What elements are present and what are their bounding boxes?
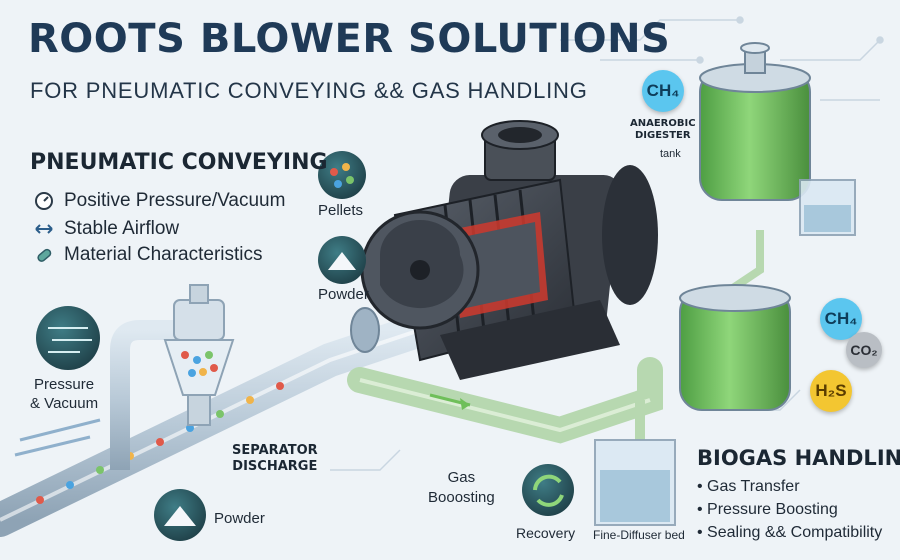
fine-diffuser-label: Fine-Diffuser bed <box>593 528 685 542</box>
circuit-lines <box>330 16 884 481</box>
separator-cyclone <box>163 284 235 426</box>
feature-label: Positive Pressure/Vacuum <box>64 190 286 211</box>
roots-blower <box>360 120 658 380</box>
recovery-label: Recovery <box>516 525 576 541</box>
feature-material: Material Characteristics <box>34 244 263 266</box>
ch4-top-bubble: CH₄ <box>642 70 684 112</box>
biogas-heading: BIOGAS HANDLING <box>697 446 900 470</box>
separator-discharge-label: SEPARATOR DISCHARGE <box>232 443 318 474</box>
capsule-icon <box>34 245 54 265</box>
biogas-bullet: • Gas Transfer <box>697 478 800 495</box>
feature-label: Stable Airflow <box>64 218 180 239</box>
page-title: ROOTS BLOWER SOLUTIONS <box>28 16 671 62</box>
inlet-flange <box>350 307 380 353</box>
double-arrow-icon <box>34 219 54 239</box>
page-subtitle: FOR PNEUMATIC CONVEYING && GAS HANDLING <box>30 78 588 103</box>
loop-pipe <box>110 320 175 470</box>
pipe-particles <box>36 382 284 504</box>
biogas-tank <box>679 284 791 411</box>
feature-airflow: Stable Airflow <box>34 218 179 240</box>
anaerobic-label: ANAEROBIC DIGESTER <box>630 118 696 141</box>
gas-boosting-label: Gas Booosting <box>428 469 495 506</box>
ch4-bubble: CH₄ <box>820 298 862 340</box>
gas-pipe <box>347 357 663 444</box>
feature-pressure: Positive Pressure/Vacuum <box>34 190 285 212</box>
biogas-bullet: • Sealing && Compatibility <box>697 524 883 541</box>
media-cube-top <box>799 179 856 236</box>
tank-label: tank <box>660 148 681 160</box>
h2s-bubble: H₂S <box>810 370 852 412</box>
co2-bubble: CO₂ <box>846 332 882 368</box>
diffuser-cube <box>594 439 676 526</box>
top-connector-pipe <box>727 230 764 294</box>
pressure-vacuum-label: Pressure & Vacuum <box>30 376 99 412</box>
icon-circles <box>36 151 574 541</box>
biogas-bullet: • Pressure Boosting <box>697 501 838 518</box>
pellets-label: Pellets <box>318 202 364 219</box>
airflow-arrows <box>14 418 101 457</box>
digester-tank <box>699 42 811 201</box>
gauge-icon <box>34 191 54 211</box>
powder-top-label: Powder <box>318 286 369 303</box>
feature-label: Material Characteristics <box>64 244 263 265</box>
pneumatic-heading: PNEUMATIC CONVEYING <box>30 150 328 175</box>
powder-bottom-label: Powder <box>214 510 265 527</box>
